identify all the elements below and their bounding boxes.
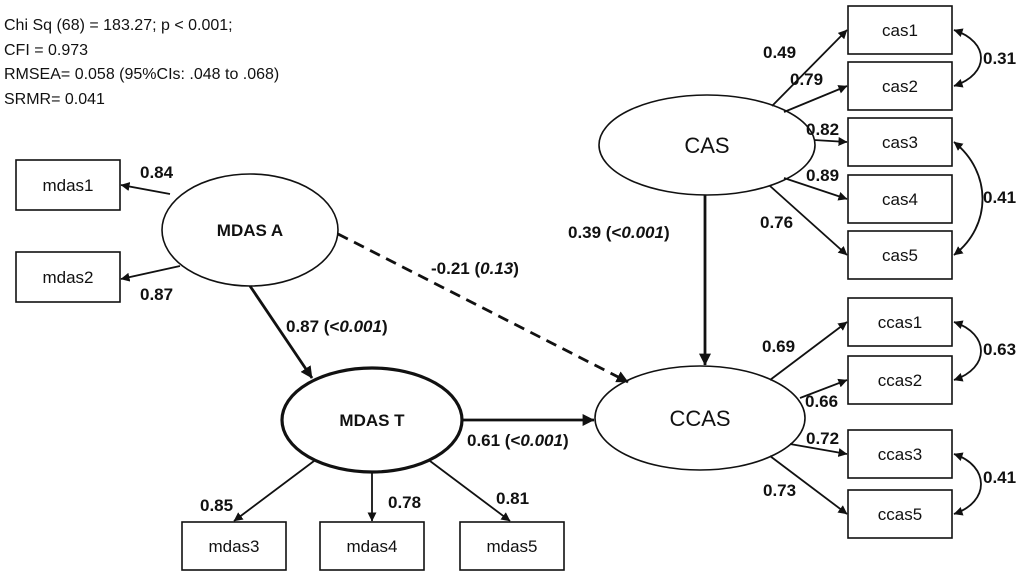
- cas-label: CAS: [684, 133, 729, 158]
- ccas2-box: [847, 355, 953, 405]
- covariance-ccas3-ccas5-value: 0.41: [983, 468, 1016, 487]
- loading-mdas2: 0.87: [140, 285, 173, 304]
- mdas-t-label: MDAS T: [339, 411, 405, 430]
- loading-ccas3: 0.72: [806, 429, 839, 448]
- ccas-ellipse: [594, 365, 806, 471]
- covariance-cas1-cas2-value: 0.31: [983, 49, 1016, 68]
- loading-ccas2: 0.66: [805, 392, 838, 411]
- ccas5-label: ccas5: [878, 505, 922, 524]
- path-coef-mdas-a-to-ccas: -0.21 (0.13): [431, 259, 519, 278]
- ccas5-loading-arrow: [769, 455, 848, 515]
- loading-ccas1: 0.69: [762, 337, 795, 356]
- mdas1-label: mdas1: [42, 176, 93, 195]
- mdas3-loading-arrow: [233, 460, 315, 522]
- cas4-loading-arrow: [783, 177, 848, 201]
- mdas1-loading-arrow: [120, 182, 171, 195]
- ccas1-box: [847, 297, 953, 347]
- covariance-cas3-cas5-value: 0.41: [983, 188, 1016, 207]
- mdas3-box: [181, 521, 287, 571]
- covariance-cas3-cas5-curve: [953, 141, 984, 256]
- mdas2-loading-arrow: [120, 265, 181, 282]
- cas4-label: cas4: [882, 190, 918, 209]
- cas2-loading-arrow: [783, 85, 848, 113]
- chi-square-stat: Chi Sq (68) = 183.27; p < 0.001;: [4, 17, 233, 34]
- loading-mdas5: 0.81: [496, 489, 529, 508]
- path-coef-mdas-a-to-mdas-t: 0.87 (<0.001): [286, 317, 388, 336]
- ccas1-label: ccas1: [878, 313, 922, 332]
- cas3-box: [847, 117, 953, 167]
- cas1-loading-arrow: [771, 29, 848, 107]
- covariance-ccas3-ccas5-curve: [953, 452, 982, 516]
- mdas1-box: [15, 159, 121, 211]
- ccas2-loading-arrow: [799, 378, 848, 399]
- mdas5-loading-arrow: [429, 460, 511, 522]
- fit-statistics: Chi Sq (68) = 183.27; p < 0.001; CFI = 0…: [4, 14, 279, 112]
- cas2-box: [847, 61, 953, 111]
- ccas5-box: [847, 489, 953, 539]
- cas3-loading-arrow: [813, 136, 848, 146]
- loading-mdas3: 0.85: [200, 496, 233, 515]
- mdas4-box: [319, 521, 425, 571]
- cas2-label: cas2: [882, 77, 918, 96]
- loading-ccas5: 0.73: [763, 481, 796, 500]
- loading-cas3: 0.82: [806, 120, 839, 139]
- mdas5-label: mdas5: [486, 537, 537, 556]
- cas1-box: [847, 5, 953, 55]
- rmsea-stat: RMSEA= 0.058 (95%CIs: .048 to .068): [4, 66, 280, 83]
- mdas2-label: mdas2: [42, 268, 93, 287]
- cas4-box: [847, 174, 953, 224]
- mdas-a-label: MDAS A: [217, 221, 283, 240]
- mdas5-box: [459, 521, 565, 571]
- cas1-label: cas1: [882, 21, 918, 40]
- covariance-ccas1-ccas2-curve: [953, 320, 982, 382]
- cas3-label: cas3: [882, 133, 918, 152]
- cas5-label: cas5: [882, 246, 918, 265]
- ccas3-label: ccas3: [878, 445, 922, 464]
- srmr-stat: SRMR= 0.041: [4, 90, 105, 108]
- loading-cas4: 0.89: [806, 166, 839, 185]
- covariance-ccas1-ccas2-value: 0.63: [983, 340, 1016, 359]
- ccas3-box: [847, 429, 953, 479]
- cas5-box: [847, 230, 953, 280]
- path-mdas-a-to-mdas-t: [248, 285, 314, 379]
- loading-mdas4: 0.78: [388, 493, 421, 512]
- ccas2-label: ccas2: [878, 371, 922, 390]
- path-coef-mdas-t-to-ccas: 0.61 (<0.001): [467, 431, 569, 450]
- cfi-stat: CFI = 0.973: [4, 41, 89, 59]
- mdas4-label: mdas4: [346, 537, 397, 556]
- path-mdas-a-to-ccas-dashed: [337, 232, 629, 384]
- ccas3-loading-arrow: [789, 443, 848, 457]
- loading-mdas1: 0.84: [140, 163, 174, 182]
- mdas3-label: mdas3: [208, 537, 259, 556]
- loading-cas1: 0.49: [763, 43, 796, 62]
- ccas1-loading-arrow: [769, 321, 848, 381]
- cas-ellipse: [598, 94, 816, 196]
- cas5-loading-arrow: [769, 185, 848, 256]
- mdas2-box: [15, 251, 121, 303]
- path-coef-cas-to-ccas: 0.39 (<0.001): [568, 223, 670, 242]
- covariance-cas1-cas2-curve: [953, 28, 982, 88]
- loading-cas5: 0.76: [760, 213, 793, 232]
- loading-cas2: 0.79: [790, 70, 823, 89]
- ccas-label: CCAS: [669, 406, 730, 431]
